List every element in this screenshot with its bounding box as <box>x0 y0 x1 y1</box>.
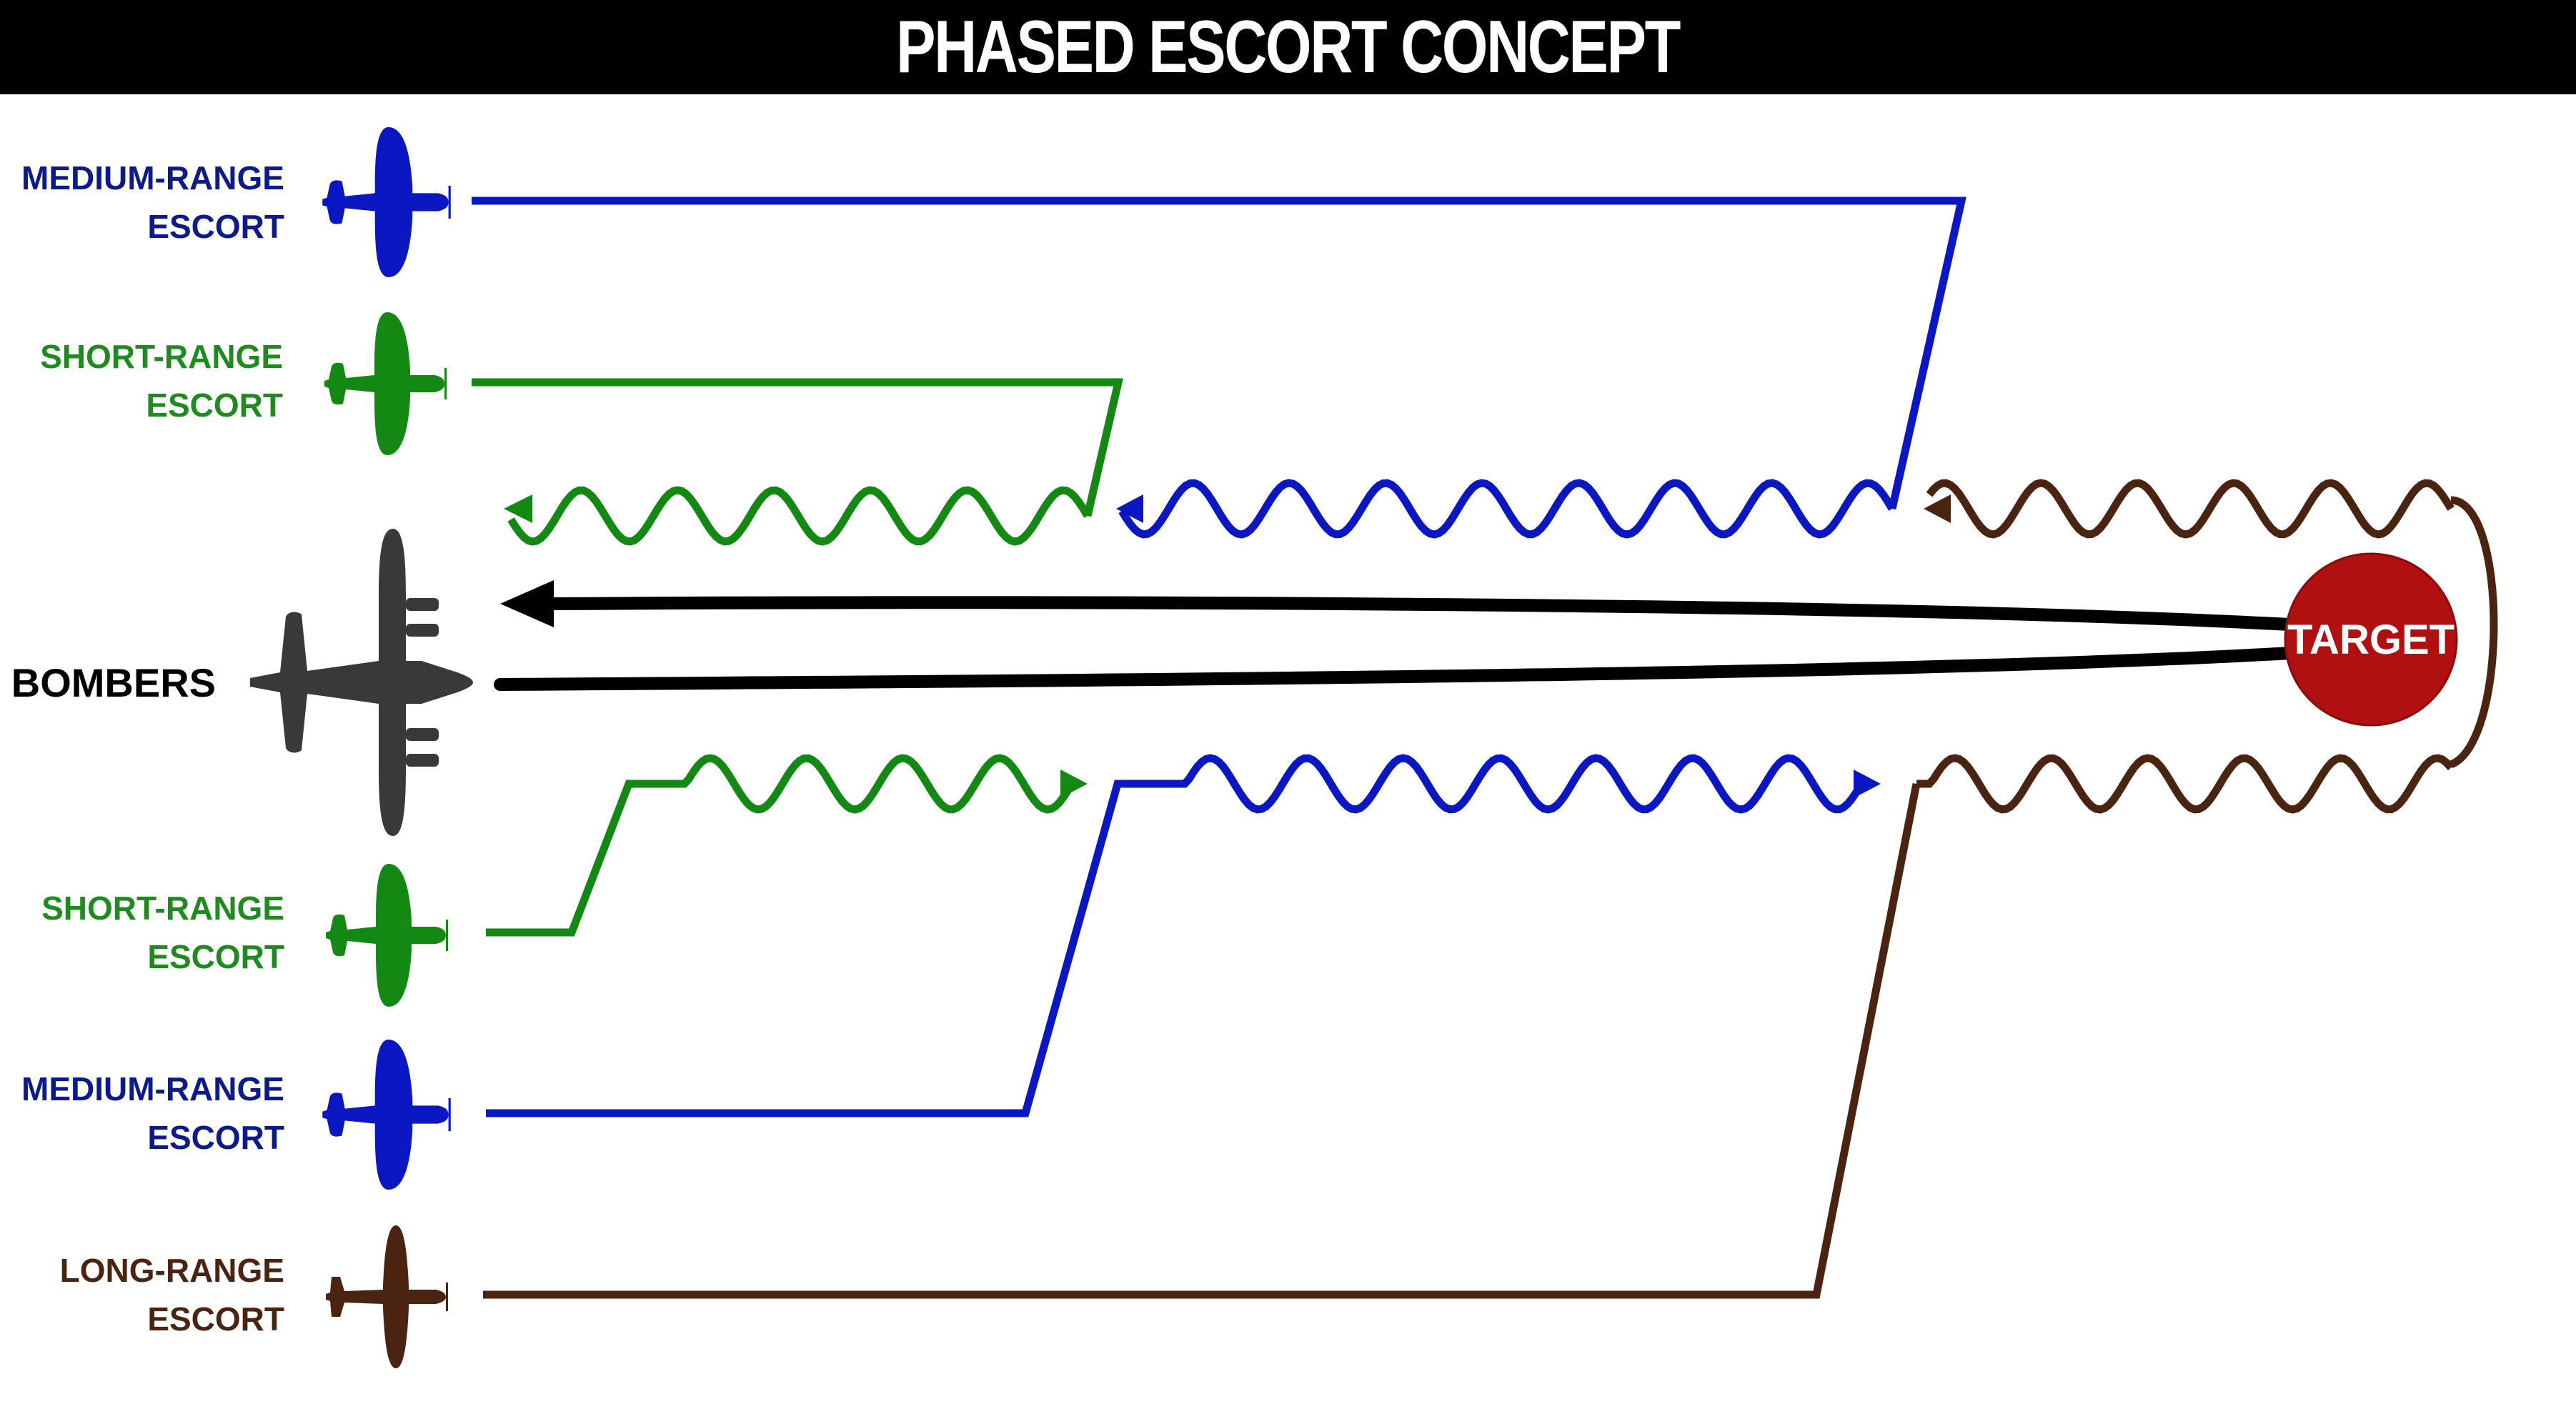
label-bombers: BOMBERS <box>11 660 216 705</box>
title-bar: PHASED ESCORT CONCEPT <box>0 0 2576 94</box>
short-range-bottom-arrowhead <box>1060 770 1088 798</box>
label-short-range-bottom: SHORT-RANGE ESCORT <box>41 890 284 975</box>
label-line-2: ESCORT <box>147 208 284 245</box>
label-line-2: ESCORT <box>147 1119 284 1156</box>
label-line-1: SHORT-RANGE <box>40 338 283 375</box>
fighter-plane-icon <box>322 127 451 277</box>
label-line-1: LONG-RANGE <box>60 1252 284 1289</box>
label-line-1: SHORT-RANGE <box>41 890 284 927</box>
label-line-2: ESCORT <box>146 387 283 424</box>
bomber-return-arrowhead <box>500 580 554 627</box>
long-range-arrowhead <box>1924 494 1951 523</box>
short-range-bottom-escort-wave <box>672 754 1072 814</box>
label-short-range-top: SHORT-RANGE ESCORT <box>40 338 283 424</box>
short-range-bottom-route <box>486 780 672 937</box>
label-line-1: BOMBERS <box>11 660 216 705</box>
fighter-plane-icon <box>322 1040 451 1190</box>
medium-range-bottom-route <box>486 780 1172 1117</box>
long-range-fighter-icon <box>326 1225 448 1368</box>
long-range-loop <box>2449 496 2498 769</box>
short-range-top-escort-wave <box>507 486 1091 546</box>
long-range-escort-wave-return <box>1926 479 2455 539</box>
diagram-title: PHASED ESCORT CONCEPT <box>896 5 1681 89</box>
label-line-1: MEDIUM-RANGE <box>21 159 284 196</box>
label-line-2: ESCORT <box>147 938 284 975</box>
target-label: TARGET <box>2287 617 2455 663</box>
target-marker: TARGET <box>2284 552 2458 727</box>
fighter-plane-icon <box>326 864 448 1007</box>
medium-range-top-escort-wave <box>1118 479 1896 539</box>
bomber-plane-icon <box>250 529 473 836</box>
label-long-range-bottom: LONG-RANGE ESCORT <box>60 1252 284 1338</box>
medium-range-top-arrowhead <box>1116 494 1143 523</box>
label-line-2: ESCORT <box>147 1300 284 1338</box>
long-range-escort-wave-outbound <box>1916 754 2455 814</box>
short-range-top-route <box>472 378 1123 517</box>
label-line-1: MEDIUM-RANGE <box>21 1070 284 1107</box>
fighter-plane-icon <box>324 312 447 455</box>
short-range-top-arrowhead <box>504 494 532 523</box>
label-medium-range-bottom: MEDIUM-RANGE ESCORT <box>21 1070 284 1156</box>
medium-range-top-route <box>472 196 1966 510</box>
medium-range-bottom-arrowhead <box>1854 770 1881 798</box>
bomber-route <box>494 645 2322 691</box>
medium-range-bottom-escort-wave <box>1172 754 1864 814</box>
label-medium-range-top: MEDIUM-RANGE ESCORT <box>21 159 284 245</box>
bomber-return-route <box>540 596 2322 632</box>
long-range-route <box>483 782 1921 1299</box>
